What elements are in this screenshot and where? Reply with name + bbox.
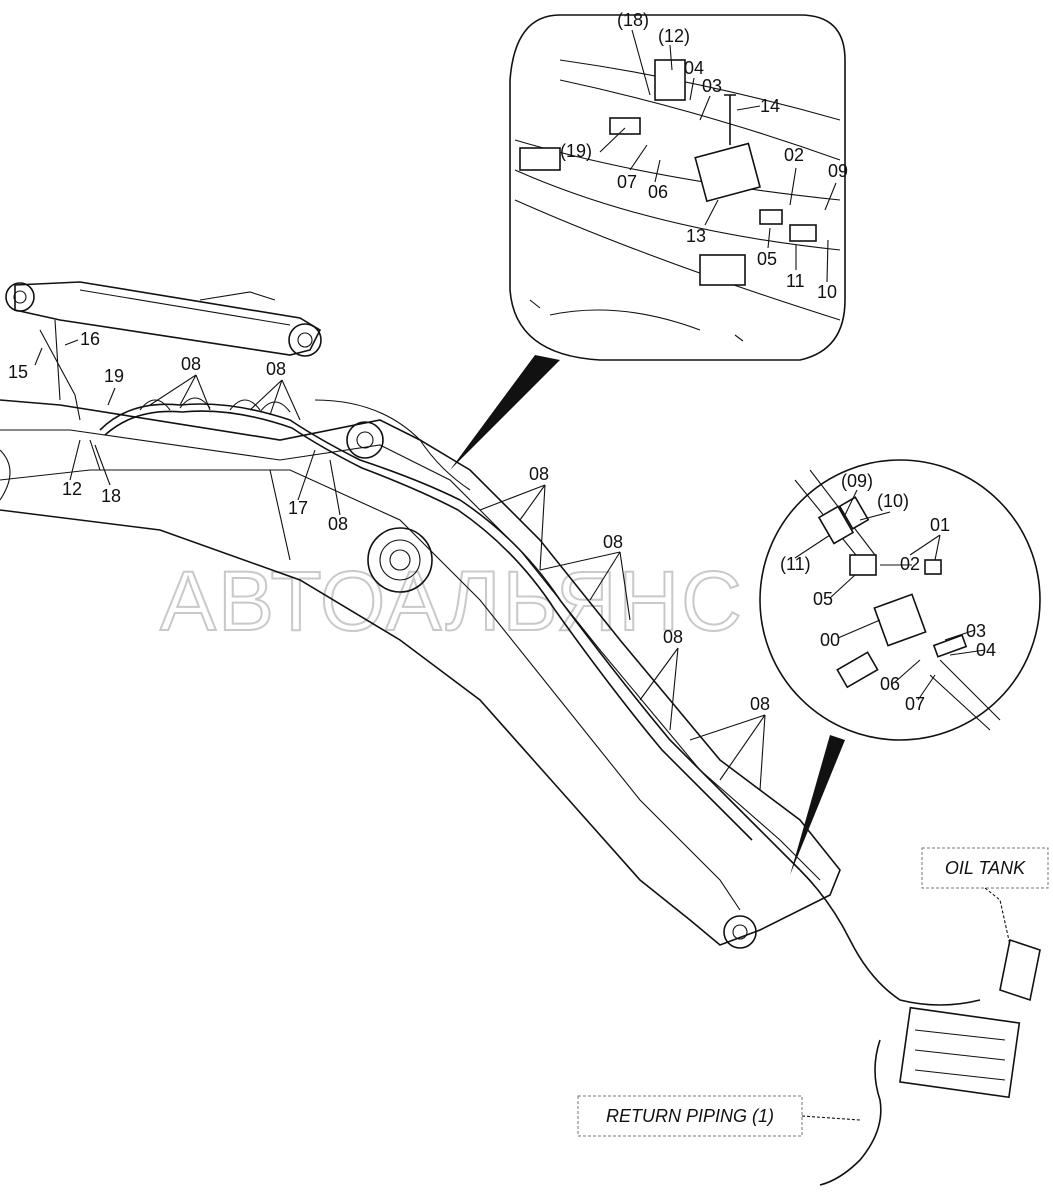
part-label: 13 (686, 226, 706, 246)
part-label: (18) (617, 10, 649, 30)
part-label: 08 (603, 532, 623, 552)
part-label: 08 (529, 464, 549, 484)
part-label: 03 (702, 76, 722, 96)
part-label: 14 (760, 96, 780, 116)
part-label: 07 (617, 172, 637, 192)
top-bubble-pointer (450, 355, 560, 470)
part-label: 16 (80, 329, 100, 349)
top-detail-bubble (509, 14, 846, 361)
part-label: 08 (328, 514, 348, 534)
part-label: 05 (813, 589, 833, 609)
part-label: (19) (560, 141, 592, 161)
return-piping-label: RETURN PIPING (1) (606, 1106, 774, 1126)
watermark: АВТОАЛЬЯНС (160, 554, 744, 648)
oil-tank-label: OIL TANK (945, 858, 1026, 878)
top-detail-labels: (18) (12) 04 03 14 (19) 07 06 02 09 13 0… (560, 10, 848, 302)
right-detail-labels: (09) (10) 01 (11) 02 05 00 03 04 06 07 (780, 471, 996, 714)
part-label: 04 (976, 640, 996, 660)
right-bubble-pointer (790, 735, 845, 875)
part-label: 18 (101, 486, 121, 506)
part-label: 06 (648, 182, 668, 202)
part-label: 00 (820, 630, 840, 650)
arm-cylinder (5, 281, 322, 421)
control-valve (899, 938, 1041, 1099)
part-label: 08 (266, 359, 286, 379)
part-label: 06 (880, 674, 900, 694)
part-label: 11 (786, 271, 805, 291)
part-label: 08 (181, 354, 201, 374)
return-piping-callout: RETURN PIPING (1) (577, 1095, 861, 1137)
right-detail-bubble (759, 459, 1041, 741)
part-label: 07 (905, 694, 925, 714)
oil-tank-callout: OIL TANK (921, 847, 1049, 946)
part-label: (10) (877, 491, 909, 511)
part-label: 17 (288, 498, 308, 518)
part-label: 02 (900, 554, 920, 574)
part-label: 01 (930, 515, 950, 535)
hose-routing (99, 397, 981, 1186)
part-label: (12) (658, 26, 690, 46)
part-label: (11) (780, 554, 811, 574)
boom-assembly (0, 399, 841, 949)
part-label: 09 (828, 161, 848, 181)
part-label: 12 (62, 479, 82, 499)
part-label: 19 (104, 366, 124, 386)
part-label: 08 (663, 627, 683, 647)
part-label: 10 (817, 282, 837, 302)
part-label: 04 (684, 58, 704, 78)
part-label: 15 (8, 362, 28, 382)
leader-lines (34, 29, 986, 791)
part-label: 03 (966, 621, 986, 641)
part-label: 05 (757, 249, 777, 269)
part-label: 08 (750, 694, 770, 714)
boom-labels: 16 15 19 08 08 12 18 17 08 08 08 08 08 (8, 329, 770, 714)
part-label: 02 (784, 145, 804, 165)
part-label: (09) (841, 471, 873, 491)
